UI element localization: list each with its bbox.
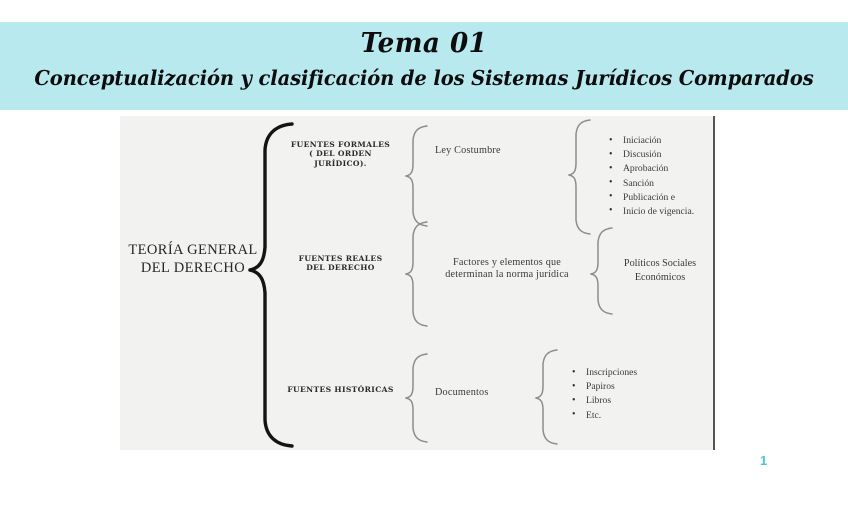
list-item: Publicación e — [607, 190, 694, 205]
branch-3-middle-node: Documentos — [435, 387, 489, 398]
branch-3-leaf-list: Inscripciones Papiros Libros Etc. — [570, 365, 637, 423]
branch-1-label-line-1: FUENTES FORMALES — [290, 140, 391, 149]
leaf-1-brace-icon — [568, 119, 591, 235]
branch-1-middle-node: Ley Costumbre — [435, 145, 501, 156]
branch-1-brace-icon — [405, 125, 428, 227]
list-item: Papiros — [570, 380, 637, 395]
page-subtitle: Conceptualización y clasificación de los… — [34, 66, 814, 90]
list-item: Inicio de vigencia. — [607, 204, 694, 219]
page-title: Tema 01 — [360, 28, 488, 59]
diagram-right-border — [713, 116, 715, 450]
branch-2-middle-line-1: Factores y elementos que — [452, 257, 562, 268]
root-label-line-2: DEL DERECHO — [140, 259, 246, 276]
branch-3-label-line-1: FUENTES HISTÓRICAS — [287, 385, 394, 394]
diagram-root-node: TEORÍA GENERAL DEL DERECHO — [120, 242, 268, 277]
branch-3-brace-icon — [405, 353, 428, 443]
branch-2-brace-icon — [405, 221, 428, 327]
list-item: Libros — [570, 394, 637, 409]
branch-label-fuentes-historicas: FUENTES HISTÓRICAS — [278, 385, 403, 394]
branch-1-label-line-3: JURÍDICO). — [314, 158, 367, 168]
list-item: Aprobación — [607, 162, 694, 177]
branch-1-leaf-list: Iniciación Discusión Aprobación Sanción … — [607, 133, 694, 219]
branch-2-middle-node: Factores y elementos que determinan la n… — [432, 257, 582, 282]
diagram-braces — [248, 119, 613, 448]
branch-2-leaf-node: Políticos Sociales Económicos — [610, 257, 710, 285]
main-brace-icon — [248, 122, 294, 448]
diagram-container: TEORÍA GENERAL DEL DERECHO FUENTES FORMA… — [120, 116, 715, 450]
list-item: Sanción — [607, 176, 694, 191]
leaf-3-brace-icon — [535, 349, 558, 445]
branch-1-label-line-2: ( DEL ORDEN — [309, 149, 372, 159]
list-item: Etc. — [570, 408, 637, 423]
branch-2-label-line-2: DEL DERECHO — [306, 263, 375, 273]
branch-2-leaf-line-1: Políticos Sociales — [623, 258, 697, 269]
branch-2-leaf-line-2: Económicos — [634, 271, 686, 283]
list-item: Iniciación — [607, 133, 694, 148]
page-number: 1 — [760, 453, 768, 468]
list-item: Discusión — [607, 148, 694, 163]
branch-label-fuentes-formales: FUENTES FORMALES ( DEL ORDEN JURÍDICO). — [278, 140, 403, 168]
leaf-2-brace-icon — [590, 227, 613, 315]
branch-label-fuentes-reales: FUENTES REALES DEL DERECHO — [278, 254, 403, 273]
list-item: Inscripciones — [570, 365, 637, 380]
branch-2-middle-line-2: determinan la norma jurídica — [445, 269, 569, 281]
slide-header-band: Tema 01 Conceptualización y clasificació… — [0, 22, 848, 110]
root-label-line-1: TEORÍA GENERAL — [128, 242, 258, 258]
branch-2-label-line-1: FUENTES REALES — [298, 254, 383, 263]
